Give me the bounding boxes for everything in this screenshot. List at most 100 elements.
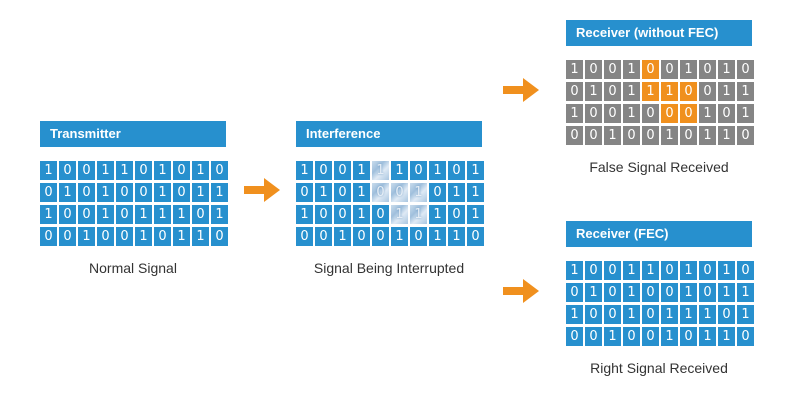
bit-cell-error: 1 xyxy=(661,82,678,101)
bit-cell: 1 xyxy=(40,161,57,180)
bit-cell: 1 xyxy=(97,161,114,180)
bit-cell: 0 xyxy=(642,327,659,346)
receiver-fec-title: Receiver (FEC) xyxy=(566,221,752,247)
bit-cell: 0 xyxy=(135,161,152,180)
bit-cell: 1 xyxy=(173,205,190,224)
arrow-right-icon xyxy=(503,279,539,303)
bit-cell: 0 xyxy=(699,283,716,302)
bit-cell: 0 xyxy=(59,161,76,180)
bit-cell: 1 xyxy=(718,82,735,101)
bit-cell: 0 xyxy=(680,126,697,145)
arrow-right-icon xyxy=(244,178,280,202)
bit-cell-interfered: 1 xyxy=(372,161,389,180)
bit-cell: 1 xyxy=(173,227,190,246)
bit-cell: 0 xyxy=(699,82,716,101)
bit-cell: 0 xyxy=(211,227,228,246)
bit-cell: 0 xyxy=(661,261,678,280)
bit-cell: 1 xyxy=(566,305,583,324)
bit-cell: 0 xyxy=(623,126,640,145)
bit-cell: 0 xyxy=(334,161,351,180)
receiver-without-fec-title: Receiver (without FEC) xyxy=(566,20,752,46)
bit-cell: 0 xyxy=(642,104,659,123)
bit-cell: 1 xyxy=(604,126,621,145)
receiver-without-fec-caption: False Signal Received xyxy=(589,159,729,175)
bit-cell-interfered: 1 xyxy=(410,205,427,224)
bit-cell: 0 xyxy=(429,183,446,202)
bit-cell: 1 xyxy=(154,183,171,202)
bit-cell: 1 xyxy=(467,205,484,224)
bit-cell: 1 xyxy=(718,327,735,346)
bit-cell: 1 xyxy=(391,161,408,180)
bit-cell: 0 xyxy=(40,183,57,202)
bit-cell: 1 xyxy=(623,305,640,324)
bit-cell: 0 xyxy=(623,327,640,346)
bit-cell: 0 xyxy=(604,261,621,280)
bit-cell: 0 xyxy=(296,227,313,246)
bit-cell: 0 xyxy=(737,60,754,79)
bit-cell: 0 xyxy=(585,305,602,324)
bit-cell: 1 xyxy=(737,283,754,302)
bit-cell-interfered: 1 xyxy=(410,183,427,202)
bit-cell: 1 xyxy=(467,183,484,202)
bit-cell: 0 xyxy=(585,104,602,123)
bit-cell: 1 xyxy=(623,104,640,123)
bit-cell: 0 xyxy=(566,327,583,346)
bit-cell: 1 xyxy=(585,283,602,302)
bit-cell: 1 xyxy=(699,104,716,123)
bit-cell: 1 xyxy=(718,283,735,302)
bit-cell: 0 xyxy=(566,283,583,302)
bit-cell: 1 xyxy=(429,227,446,246)
bit-cell: 1 xyxy=(211,183,228,202)
bit-cell: 0 xyxy=(296,183,313,202)
bit-cell: 1 xyxy=(154,205,171,224)
bit-cell-error: 0 xyxy=(680,82,697,101)
bit-cell: 1 xyxy=(585,82,602,101)
bit-cell: 1 xyxy=(97,183,114,202)
bit-cell: 1 xyxy=(353,183,370,202)
bit-cell: 0 xyxy=(78,183,95,202)
bit-cell: 1 xyxy=(623,60,640,79)
bit-cell: 1 xyxy=(737,305,754,324)
bit-cell: 0 xyxy=(448,161,465,180)
bit-cell: 0 xyxy=(154,227,171,246)
bit-cell: 0 xyxy=(173,183,190,202)
bit-cell: 1 xyxy=(680,60,697,79)
bit-cell: 0 xyxy=(372,205,389,224)
bit-cell: 0 xyxy=(116,227,133,246)
bit-cell: 0 xyxy=(135,183,152,202)
bit-cell: 1 xyxy=(737,82,754,101)
bit-cell: 0 xyxy=(353,227,370,246)
bit-cell: 0 xyxy=(585,126,602,145)
bit-cell: 1 xyxy=(623,82,640,101)
bit-cell-error: 0 xyxy=(642,60,659,79)
bit-cell: 1 xyxy=(699,327,716,346)
bit-cell: 1 xyxy=(192,227,209,246)
bit-cell: 1 xyxy=(566,104,583,123)
bit-cell: 0 xyxy=(315,161,332,180)
bit-cell: 1 xyxy=(135,205,152,224)
bit-cell: 1 xyxy=(448,227,465,246)
bit-cell-interfered: 1 xyxy=(391,205,408,224)
receiver-fec-caption: Right Signal Received xyxy=(590,360,728,376)
bit-cell: 1 xyxy=(315,183,332,202)
bit-cell: 1 xyxy=(78,227,95,246)
bit-cell: 1 xyxy=(467,161,484,180)
bit-cell: 0 xyxy=(642,283,659,302)
bit-cell: 1 xyxy=(116,161,133,180)
bit-cell: 0 xyxy=(661,283,678,302)
bit-cell: 0 xyxy=(410,161,427,180)
bit-cell: 0 xyxy=(604,305,621,324)
bit-cell: 0 xyxy=(718,305,735,324)
bit-cell: 1 xyxy=(566,60,583,79)
bit-cell: 1 xyxy=(391,227,408,246)
bit-cell: 1 xyxy=(40,205,57,224)
bit-cell: 0 xyxy=(737,126,754,145)
bit-cell: 1 xyxy=(718,261,735,280)
